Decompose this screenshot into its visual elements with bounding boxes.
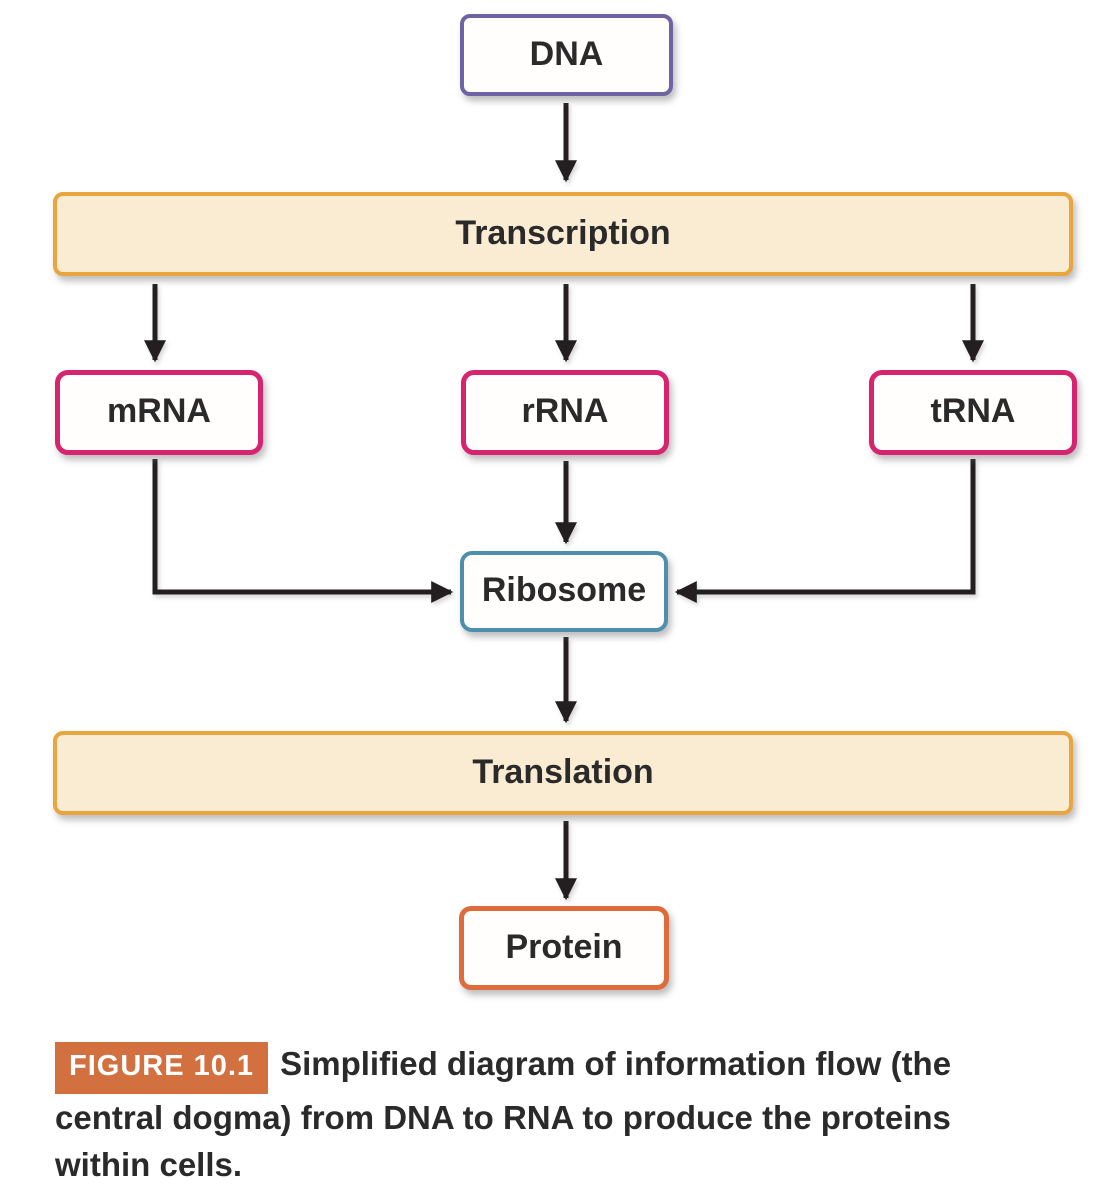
node-transcription-label: Transcription <box>455 213 671 252</box>
node-trna-label: tRNA <box>930 392 1016 430</box>
node-mrna-label: mRNA <box>107 392 211 430</box>
node-trna: tRNA <box>869 370 1077 455</box>
node-rrna: rRNA <box>461 370 669 455</box>
node-protein: Protein <box>459 906 669 990</box>
node-translation-label: Translation <box>472 752 654 791</box>
flow-arrows <box>143 103 985 901</box>
figure-caption-text: Simplified diagram of information flow (… <box>55 1045 952 1183</box>
node-dna-label: DNA <box>529 34 604 73</box>
node-ribosome: Ribosome <box>460 551 668 632</box>
arrow-trna-to-ribosome <box>674 459 976 604</box>
node-protein-label: Protein <box>505 927 623 966</box>
node-ribosome-label: Ribosome <box>481 571 647 609</box>
node-transcription: Transcription <box>53 192 1073 276</box>
figure-number-badge: FIGURE 10.1 <box>55 1042 269 1094</box>
arrow-mrna-to-ribosome <box>152 459 454 604</box>
node-dna: DNA <box>460 14 673 96</box>
node-translation: Translation <box>53 731 1073 815</box>
node-mrna: mRNA <box>55 370 263 455</box>
node-rrna-label: rRNA <box>521 392 609 430</box>
